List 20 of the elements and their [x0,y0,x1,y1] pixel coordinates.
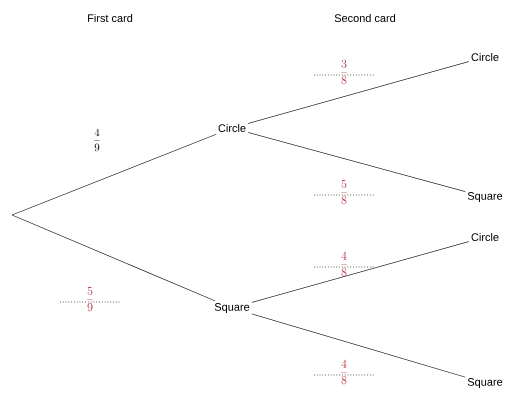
tree-node-label: Circle [472,52,499,62]
handwritten-fraction: $\frac{5}{9}$ [87,286,93,312]
branch-line [12,134,217,216]
edge-label: $\frac{4}{9}$ [94,128,100,152]
tree-node-label: Square [468,192,502,202]
handwritten-fraction: $\frac{3}{8}$ [341,60,347,84]
tree-node-label: Square [214,303,250,313]
branch-line [252,314,466,378]
column-heading: Second card [334,14,396,22]
handwritten-fraction: $\frac{4}{8}$ [341,360,347,384]
branch-line [252,241,470,303]
column-heading: First card [88,14,132,22]
branch-line [248,132,466,192]
tree-node-label: Circle [218,124,246,132]
handwritten-fraction: $\frac{4}{8}$ [341,252,347,276]
handwritten-fraction: $\frac{5}{8}$ [341,180,347,204]
tree-node-label: Square [468,378,502,388]
branch-line [12,214,216,302]
branch-line [248,61,470,124]
tree-node-label: Circle [472,232,499,242]
